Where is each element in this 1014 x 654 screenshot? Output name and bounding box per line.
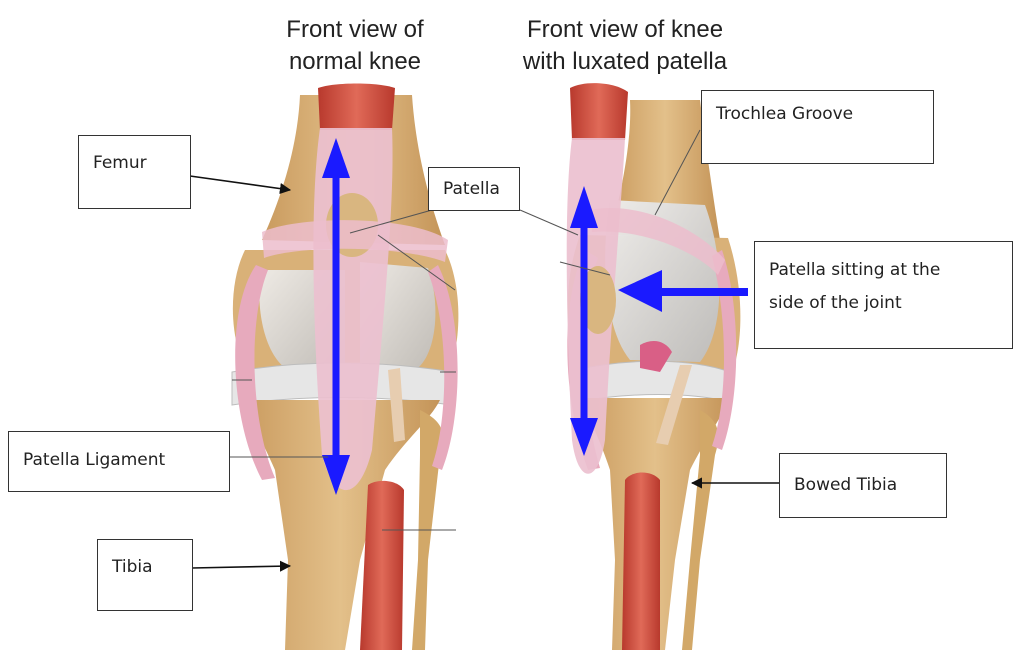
title-luxated-line1: Front view of knee	[490, 14, 760, 46]
label-femur: Femur	[78, 135, 191, 209]
label-patella-side-line1: Patella sitting at the	[769, 254, 1012, 287]
luxated-tibialis-muscle	[622, 473, 660, 651]
label-patella-ligament-text: Patella Ligament	[23, 432, 229, 488]
label-patella-side: Patella sitting at the side of the joint	[754, 241, 1013, 349]
label-tibia: Tibia	[97, 539, 193, 611]
title-luxated-line2: with luxated patella	[490, 46, 760, 78]
title-luxated-knee: Front view of knee with luxated patella	[490, 14, 760, 78]
luxated-knee-illustration	[567, 83, 748, 650]
label-femur-text: Femur	[93, 146, 190, 180]
label-tibia-text: Tibia	[112, 550, 192, 584]
tibia-arrow	[192, 566, 290, 568]
label-trochlea-groove: Trochlea Groove	[701, 90, 934, 164]
label-patella: Patella	[428, 167, 520, 211]
label-patella-text: Patella	[443, 168, 519, 210]
normal-quadriceps-muscle	[318, 84, 395, 131]
label-patella-ligament: Patella Ligament	[8, 431, 230, 492]
label-patella-side-line2: side of the joint	[769, 287, 1012, 320]
normal-knee-illustration	[232, 84, 458, 651]
luxated-quadriceps-muscle	[570, 83, 628, 140]
label-bowed-tibia: Bowed Tibia	[779, 453, 947, 518]
femur-arrow	[190, 176, 290, 190]
label-trochlea-groove-text: Trochlea Groove	[716, 97, 933, 131]
label-bowed-tibia-text: Bowed Tibia	[794, 454, 946, 516]
title-normal-line2: normal knee	[250, 46, 460, 78]
title-normal-knee: Front view of normal knee	[250, 14, 460, 78]
title-normal-line1: Front view of	[250, 14, 460, 46]
